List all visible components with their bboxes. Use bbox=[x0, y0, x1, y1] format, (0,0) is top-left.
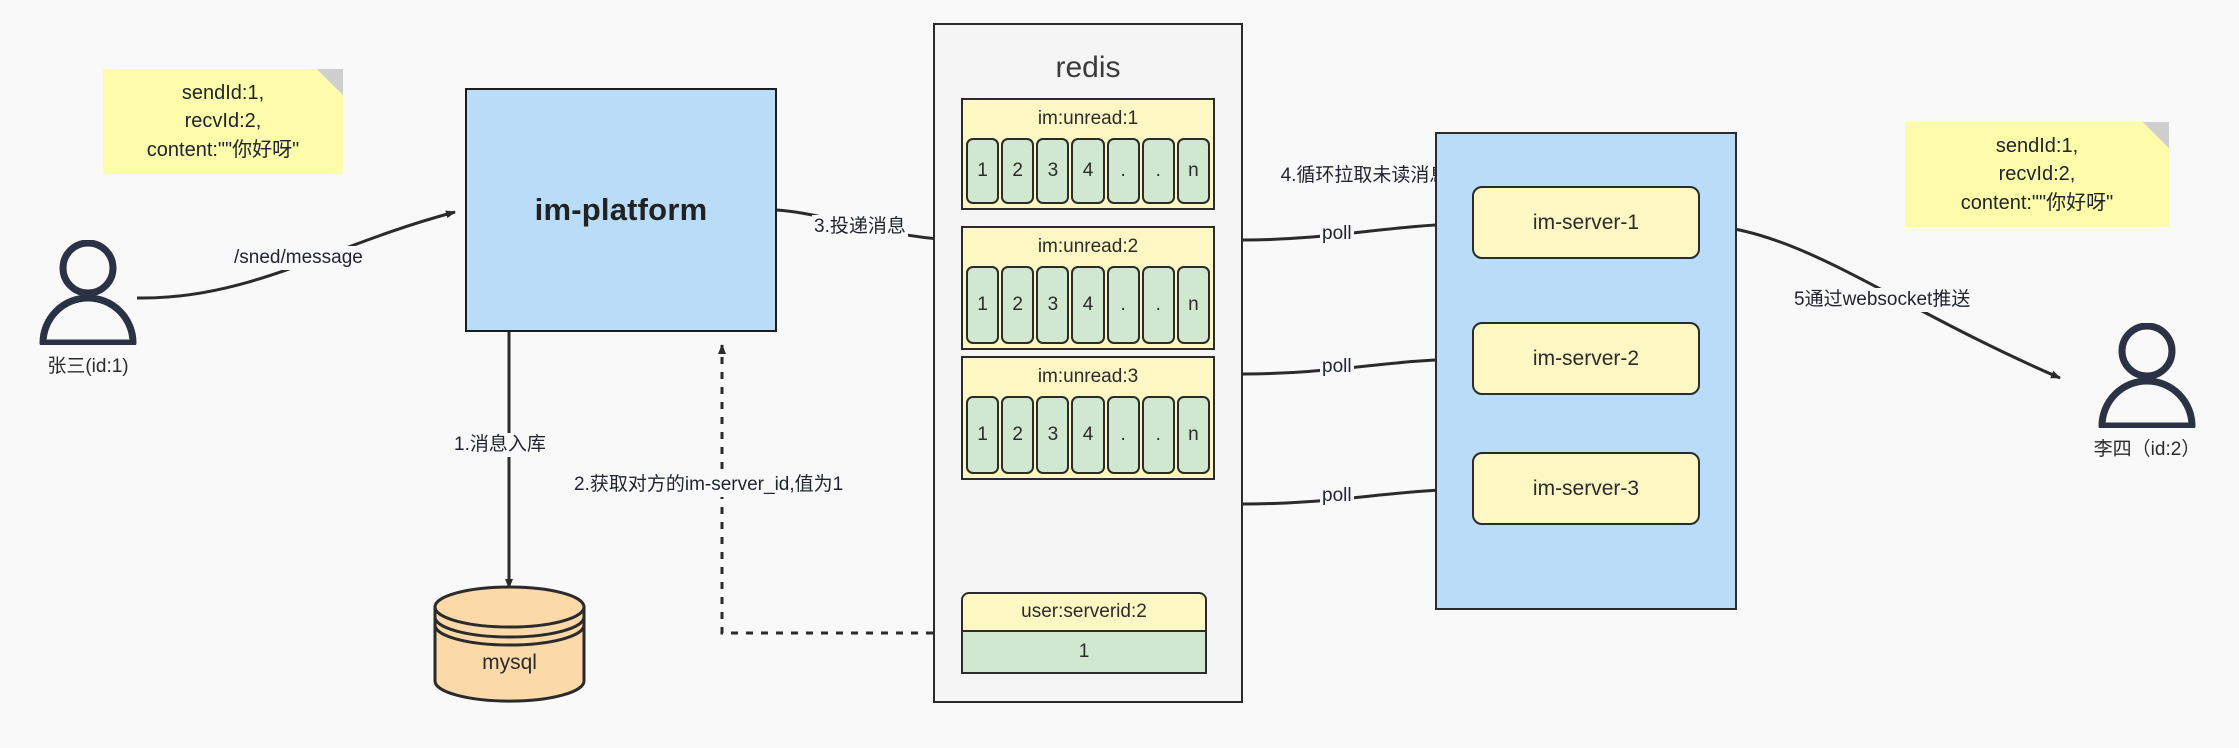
edge-label-poll-1: poll bbox=[1320, 222, 1354, 247]
database-cylinder-icon bbox=[433, 585, 586, 703]
redis-queue-0-key: im:unread:1 bbox=[1037, 108, 1139, 129]
queue-cell[interactable]: n bbox=[1176, 138, 1210, 204]
redis-queue-0[interactable]: im:unread:1 1 2 3 4 . . n bbox=[961, 98, 1215, 210]
redis-kv-user-serverid[interactable]: user:serverid:2 1 bbox=[961, 592, 1207, 674]
queue-cell[interactable]: 4 bbox=[1071, 396, 1105, 474]
queue-cell[interactable]: . bbox=[1141, 266, 1175, 344]
queue-cell[interactable]: . bbox=[1106, 266, 1140, 344]
mysql-label: mysql bbox=[482, 651, 537, 675]
queue-cell[interactable]: 2 bbox=[1001, 138, 1035, 204]
sticky-note-left-text: sendId:1, recvId:2, content:""你好呀" bbox=[146, 81, 300, 161]
sticky-note-right-text: sendId:1, recvId:2, content:""你好呀" bbox=[1960, 134, 2114, 214]
redis-queue-1[interactable]: im:unread:2 1 2 3 4 . . n bbox=[961, 226, 1215, 350]
note-fold-icon bbox=[317, 69, 343, 95]
im-server-3-label: im-server-3 bbox=[1532, 476, 1640, 500]
queue-cell[interactable]: 2 bbox=[1001, 396, 1035, 474]
redis-title: redis bbox=[1055, 51, 1121, 84]
edge-label-step2: 2.获取对方的im-server_id,值为1 bbox=[572, 473, 846, 498]
queue-cell[interactable]: . bbox=[1106, 138, 1140, 204]
im-server-1-node[interactable]: im-server-1 bbox=[1472, 186, 1700, 259]
queue-cell[interactable]: 3 bbox=[1036, 138, 1070, 204]
redis-queue-1-cells: 1 2 3 4 . . n bbox=[963, 266, 1213, 347]
queue-cell[interactable]: . bbox=[1141, 396, 1175, 474]
redis-kv-value: 1 bbox=[961, 632, 1207, 674]
redis-queue-2-cells: 1 2 3 4 . . n bbox=[963, 396, 1213, 477]
actor-receiver-label: 李四（id:2） bbox=[2093, 439, 2201, 460]
actor-sender-label: 张三(id:1) bbox=[47, 356, 129, 377]
queue-cell[interactable]: . bbox=[1141, 138, 1175, 204]
sticky-note-right: sendId:1, recvId:2, content:""你好呀" bbox=[1905, 122, 2169, 227]
queue-cell[interactable]: 4 bbox=[1071, 266, 1105, 344]
actor-sender: 张三(id:1) bbox=[33, 240, 143, 377]
queue-cell[interactable]: 3 bbox=[1036, 396, 1070, 474]
im-platform-label: im-platform bbox=[534, 192, 708, 227]
queue-cell[interactable]: 4 bbox=[1071, 138, 1105, 204]
edge-label-step1: 1.消息入库 bbox=[452, 433, 548, 458]
queue-cell[interactable]: 1 bbox=[966, 396, 1000, 474]
redis-kv-key: user:serverid:2 bbox=[961, 592, 1207, 632]
user-icon bbox=[39, 240, 137, 345]
sticky-note-left: sendId:1, recvId:2, content:""你好呀" bbox=[103, 69, 343, 174]
queue-cell[interactable]: 1 bbox=[966, 266, 1000, 344]
note-fold-icon bbox=[2143, 122, 2169, 148]
im-platform-node[interactable]: im-platform bbox=[465, 88, 777, 332]
queue-cell[interactable]: n bbox=[1176, 266, 1210, 344]
redis-queue-2-key: im:unread:3 bbox=[1037, 366, 1139, 387]
edge-label-poll-2: poll bbox=[1320, 355, 1354, 380]
edge-label-step5: 5通过websocket推送 bbox=[1792, 288, 1973, 313]
edge-label-send-message: /sned/message bbox=[232, 246, 365, 271]
queue-cell[interactable]: n bbox=[1176, 396, 1210, 474]
redis-queue-0-cells: 1 2 3 4 . . n bbox=[963, 138, 1213, 207]
im-server-2-label: im-server-2 bbox=[1532, 346, 1640, 370]
edge-label-step3: 3.投递消息 bbox=[812, 215, 908, 240]
im-server-2-node[interactable]: im-server-2 bbox=[1472, 322, 1700, 395]
im-server-3-node[interactable]: im-server-3 bbox=[1472, 452, 1700, 525]
queue-cell[interactable]: . bbox=[1106, 396, 1140, 474]
queue-cell[interactable]: 1 bbox=[966, 138, 1000, 204]
queue-cell[interactable]: 3 bbox=[1036, 266, 1070, 344]
mysql-node[interactable]: mysql bbox=[432, 585, 587, 703]
user-icon bbox=[2098, 323, 2196, 428]
redis-queue-1-key: im:unread:2 bbox=[1037, 236, 1139, 257]
edge-label-poll-3: poll bbox=[1320, 484, 1354, 509]
queue-cell[interactable]: 2 bbox=[1001, 266, 1035, 344]
actor-receiver: 李四（id:2） bbox=[2092, 323, 2202, 460]
im-server-1-label: im-server-1 bbox=[1532, 210, 1640, 234]
redis-queue-2[interactable]: im:unread:3 1 2 3 4 . . n bbox=[961, 356, 1215, 480]
